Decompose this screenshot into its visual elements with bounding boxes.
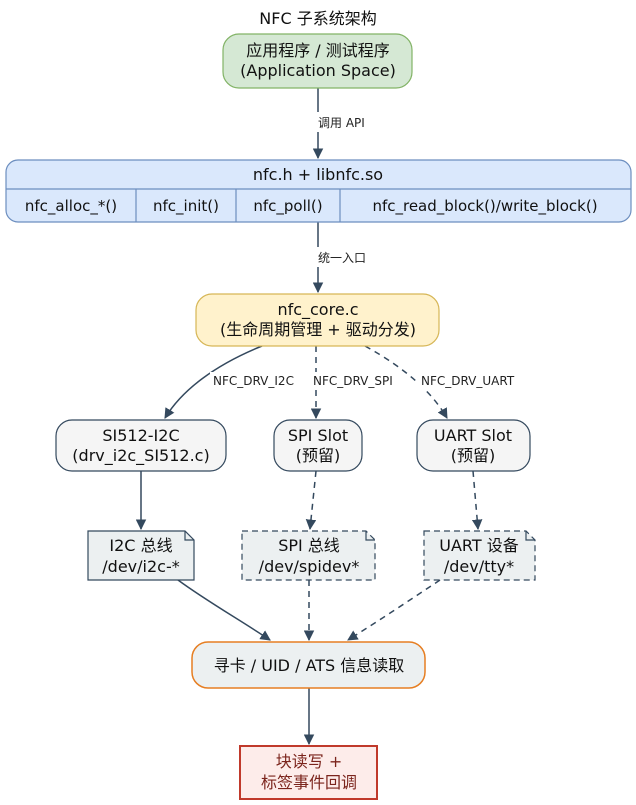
callback-line2: 标签事件回调 (261, 773, 357, 792)
edge-uart-slot-to-uart-dev (471, 470, 483, 531)
node-card-operations: 寻卡 / UID / ATS 信息读取 (191, 641, 426, 689)
node-block-rw-callback: 块读写 + 标签事件回调 (239, 745, 378, 800)
node-uart-device: UART 设备 /dev/tty* (423, 530, 536, 581)
node-si512-i2c-driver: SI512-I2C (drv_i2c_SI512.c) (55, 419, 227, 472)
spi-slot-line1: SPI Slot (288, 426, 348, 445)
edge-label-call-api: 调用 API (318, 116, 365, 130)
app-line1: 应用程序 / 测试程序 (246, 41, 390, 60)
core-line2: (生命周期管理 + 驱动分发) (220, 320, 416, 339)
node-application: 应用程序 / 测试程序 (Application Space) (222, 33, 413, 89)
diagram-title: NFC 子系统架构 (259, 9, 376, 28)
spi-slot-line2: (预留) (296, 446, 341, 465)
api-function-init: nfc_init() (153, 197, 219, 216)
core-line1: nfc_core.c (277, 300, 358, 320)
spi-bus-line2: /dev/spidev* (259, 557, 360, 576)
uart-slot-line2: (预留) (451, 446, 496, 465)
edge-label-nfc-drv-i2c: NFC_DRV_I2C (213, 374, 294, 388)
node-uart-slot: UART Slot (预留) (416, 419, 531, 472)
i2c-bus-line2: /dev/i2c-* (102, 557, 179, 576)
api-header: nfc.h + libnfc.so (253, 165, 383, 184)
api-function-read-write: nfc_read_block()/write_block() (372, 197, 597, 216)
i2c-bus-line1: I2C 总线 (109, 536, 172, 555)
i2c-driver-line1: SI512-I2C (102, 426, 179, 445)
api-function-alloc: nfc_alloc_*() (25, 197, 117, 216)
edge-core-to-uart-slot (364, 345, 448, 419)
ops-label: 寻卡 / UID / ATS 信息读取 (214, 656, 405, 675)
uart-dev-line2: /dev/tty* (444, 557, 514, 576)
node-spi-bus: SPI 总线 /dev/spidev* (241, 530, 376, 581)
edge-uart-dev-to-ops (347, 579, 441, 641)
uart-dev-line1: UART 设备 (439, 536, 518, 555)
i2c-driver-line2: (drv_i2c_SI512.c) (72, 446, 209, 466)
edge-label-unified-entry: 统一入口 (318, 251, 366, 265)
edge-i2c-bus-to-ops (177, 579, 271, 641)
edge-label-nfc-drv-spi: NFC_DRV_SPI (313, 374, 393, 388)
callback-line1: 块读写 + (276, 752, 343, 771)
node-api-library: nfc.h + libnfc.so nfc_alloc_*() nfc_init… (5, 159, 632, 223)
edges (135, 88, 483, 746)
edge-label-nfc-drv-uart: NFC_DRV_UART (421, 374, 515, 388)
node-nfc-core: nfc_core.c (生命周期管理 + 驱动分发) (195, 293, 440, 347)
edge-core-to-i2c-driver (164, 345, 263, 419)
api-function-poll: nfc_poll() (253, 197, 322, 216)
node-i2c-bus: I2C 总线 /dev/i2c-* (87, 530, 195, 581)
spi-bus-line1: SPI 总线 (278, 536, 340, 555)
uart-slot-line1: UART Slot (434, 426, 512, 445)
app-line2: (Application Space) (240, 61, 396, 80)
node-spi-slot: SPI Slot (预留) (273, 419, 363, 472)
edge-spi-slot-to-spi-bus (305, 470, 317, 531)
edge-labels: 调用 API 统一入口 NFC_DRV_I2C NFC_DRV_SPI NFC_… (210, 112, 522, 390)
